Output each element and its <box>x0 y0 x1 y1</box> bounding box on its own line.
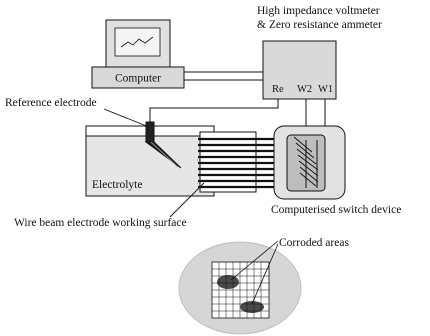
switch-contact <box>295 142 315 159</box>
voltmeter-ammeter: High impedance voltmeter & Zero resistan… <box>257 5 382 100</box>
switch-contact <box>299 166 319 183</box>
electrode-grid <box>212 262 269 318</box>
electrolyte-label: Electrolyte <box>92 179 142 191</box>
computer-base <box>91 66 185 89</box>
reference-electrode <box>144 121 182 169</box>
switch-contact <box>293 136 313 153</box>
corroded-pointer-2 <box>251 243 279 305</box>
switch-contact <box>297 154 319 171</box>
computer-label: Computer <box>115 73 161 85</box>
electrolyte-liquid <box>86 136 214 196</box>
reference-lead <box>149 99 279 122</box>
terminal-w1-label: W1 <box>318 84 333 95</box>
reference-electrode-label: Reference electrode <box>5 97 97 109</box>
switch-contact <box>299 172 317 187</box>
corroded-areas-label: Corroded areas <box>279 237 349 249</box>
corroded-area-1 <box>217 275 239 289</box>
voltmeter-label-line1: High impedance voltmeter <box>257 5 380 17</box>
switch-device <box>273 125 346 200</box>
switch-contact <box>298 160 319 177</box>
screen-waveform <box>120 36 154 48</box>
working-surface-label: Wire beam electrode working surface <box>14 217 187 229</box>
magnified-surface <box>178 241 302 335</box>
computer-screen <box>114 27 161 57</box>
voltmeter-box <box>262 40 337 100</box>
terminal-re-label: Re <box>272 84 284 95</box>
switch-device-label: Computerised switch device <box>271 204 401 216</box>
corroded-pointer-1 <box>230 240 279 281</box>
computer: Computer <box>91 19 185 89</box>
electrode-body <box>145 121 155 143</box>
reference-pointer <box>103 108 150 128</box>
voltmeter-label-line2: & Zero resistance ammeter <box>257 19 382 31</box>
working-surface-pointer <box>169 182 205 218</box>
terminal-w2-label: W2 <box>297 84 312 95</box>
